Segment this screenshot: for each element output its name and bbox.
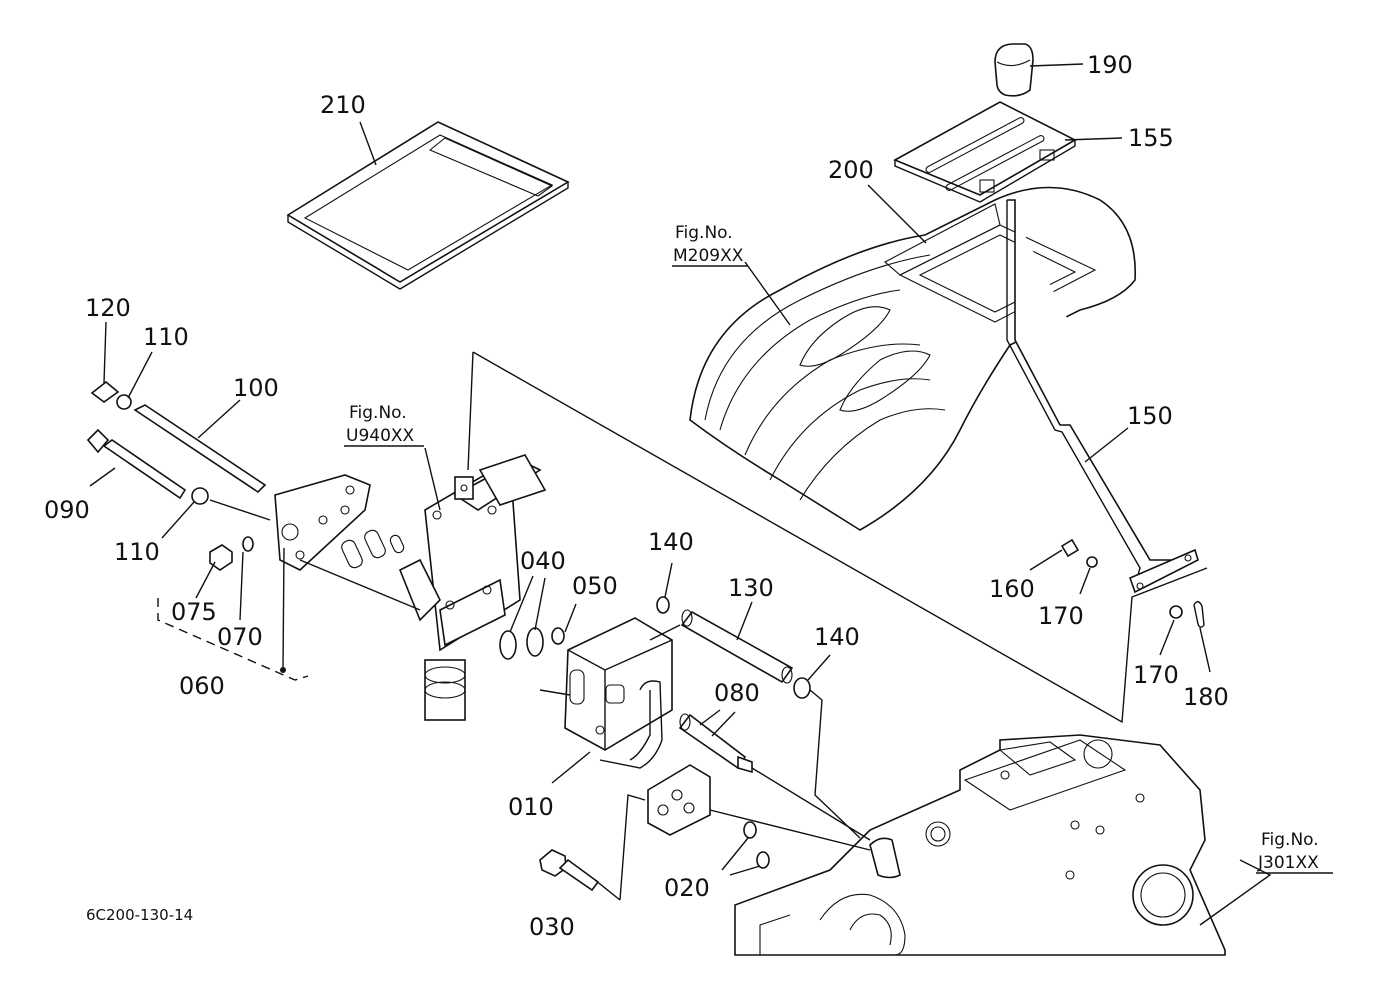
adapter-block	[564, 617, 673, 751]
control-valve	[341, 454, 547, 721]
pipes	[599, 680, 711, 836]
fig-ref-j301-line1: Fig.No.	[1261, 830, 1319, 850]
callout-leaders	[89, 63, 1272, 926]
fig-ref-u940-line1: Fig.No.	[349, 403, 407, 423]
callout-180: 180	[1183, 683, 1229, 711]
manual-booklet	[286, 121, 570, 290]
callout-010: 010	[508, 793, 554, 821]
callout-170-lower: 170	[1133, 661, 1179, 689]
fig-ref-m209-line1: Fig.No.	[675, 223, 733, 243]
shaft-080	[678, 713, 753, 774]
drawing-code: 6C200-130-14	[86, 906, 193, 924]
callout-050: 050	[572, 572, 618, 600]
o-rings	[499, 596, 811, 869]
figure-references: Fig.No. M209XX Fig.No. U940XX Fig.No. J3…	[344, 223, 1333, 874]
fig-ref-u940-line2: U940XX	[346, 426, 415, 446]
control-lever	[1006, 199, 1199, 594]
callout-labels: 190 155 200 210 150 120 110 100 090 110 …	[44, 51, 1229, 941]
cover-plate	[274, 474, 371, 571]
callout-030: 030	[529, 913, 575, 941]
callout-060: 060	[179, 672, 225, 700]
callout-155: 155	[1128, 124, 1174, 152]
lever-knob	[994, 43, 1034, 97]
callout-070: 070	[217, 623, 263, 651]
callout-120: 120	[85, 294, 131, 322]
fig-ref-j301-line2: J301XX	[1257, 853, 1319, 873]
callout-140-lower: 140	[814, 623, 860, 651]
callout-160: 160	[989, 575, 1035, 603]
callout-210: 210	[320, 91, 366, 119]
callout-110-upper: 110	[143, 323, 189, 351]
fig-ref-m209-line2: M209XX	[673, 246, 744, 266]
callout-090: 090	[44, 496, 90, 524]
callout-100: 100	[233, 374, 279, 402]
callout-170-upper: 170	[1038, 602, 1084, 630]
bolts	[86, 380, 267, 571]
callout-080: 080	[714, 679, 760, 707]
callout-075: 075	[171, 598, 217, 626]
callout-110-lower: 110	[114, 538, 160, 566]
transmission-housing	[734, 734, 1226, 956]
pipe-130	[680, 609, 794, 684]
callout-190: 190	[1087, 51, 1133, 79]
callout-140-upper: 140	[648, 528, 694, 556]
callout-200: 200	[828, 156, 874, 184]
callout-150: 150	[1127, 402, 1173, 430]
lever-pins	[1060, 538, 1205, 628]
callout-020: 020	[664, 874, 710, 902]
assembly-lines	[157, 351, 1208, 901]
bolt-030	[539, 849, 600, 892]
callout-130: 130	[728, 574, 774, 602]
callout-040: 040	[520, 547, 566, 575]
